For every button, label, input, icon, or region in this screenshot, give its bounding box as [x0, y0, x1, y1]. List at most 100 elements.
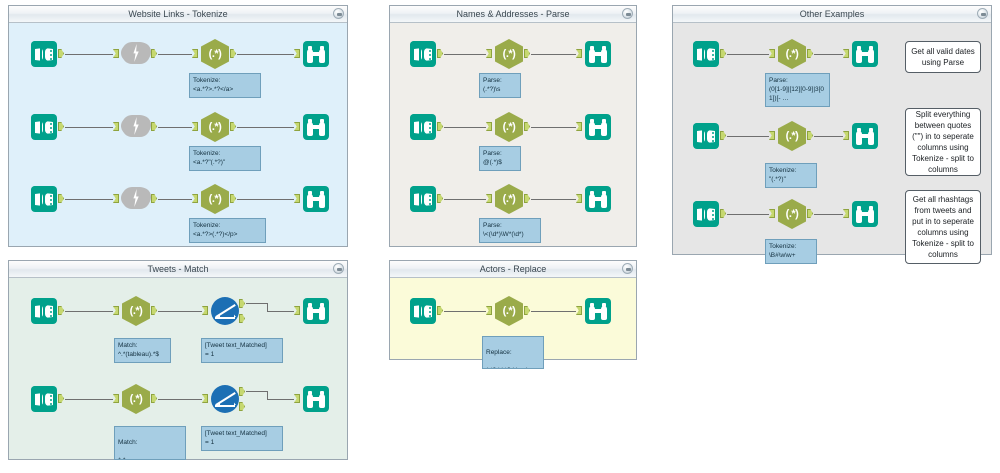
- output-port[interactable]: [58, 394, 64, 403]
- output-node[interactable]: [585, 41, 611, 67]
- input-node[interactable]: [31, 298, 57, 324]
- output-port[interactable]: [437, 49, 443, 58]
- input-port[interactable]: [576, 306, 582, 315]
- output-node[interactable]: [303, 41, 329, 67]
- input-port[interactable]: [769, 49, 775, 58]
- panel-actors-replace[interactable]: Actors - Replace (.*) Replace: (.*?-)(.*…: [389, 260, 637, 369]
- input-node[interactable]: [410, 41, 436, 67]
- input-port[interactable]: [294, 394, 300, 403]
- input-port[interactable]: [192, 194, 198, 203]
- regex-node[interactable]: (.*): [201, 184, 229, 214]
- output-port[interactable]: [720, 131, 726, 140]
- input-port[interactable]: [576, 122, 582, 131]
- panel-website-links[interactable]: Website Links - Tokenize (.*): [8, 5, 348, 247]
- output-port[interactable]: [58, 306, 64, 315]
- download-node[interactable]: [121, 185, 151, 211]
- regex-node[interactable]: (.*): [495, 39, 523, 69]
- output-port[interactable]: [807, 49, 813, 58]
- panel-names-addresses[interactable]: Names & Addresses - Parse (.*) Parse: (.…: [389, 5, 637, 247]
- filter-false-port[interactable]: [239, 314, 245, 323]
- output-port[interactable]: [720, 49, 726, 58]
- output-port[interactable]: [151, 306, 157, 315]
- input-node[interactable]: [693, 41, 719, 67]
- collapse-icon[interactable]: [622, 263, 633, 274]
- output-node[interactable]: [303, 386, 329, 412]
- regex-node[interactable]: (.*): [122, 296, 150, 326]
- input-port[interactable]: [113, 49, 119, 58]
- input-port[interactable]: [294, 49, 300, 58]
- output-node[interactable]: [852, 201, 878, 227]
- collapse-icon[interactable]: [333, 263, 344, 274]
- collapse-icon[interactable]: [622, 8, 633, 19]
- input-port[interactable]: [113, 194, 119, 203]
- download-node[interactable]: [121, 113, 151, 139]
- output-port[interactable]: [807, 131, 813, 140]
- output-node[interactable]: [303, 298, 329, 324]
- input-port[interactable]: [113, 394, 119, 403]
- input-node[interactable]: [410, 186, 436, 212]
- output-port[interactable]: [151, 394, 157, 403]
- input-port[interactable]: [192, 122, 198, 131]
- input-port[interactable]: [769, 209, 775, 218]
- output-port[interactable]: [230, 122, 236, 131]
- input-port[interactable]: [486, 122, 492, 131]
- filter-false-port[interactable]: [239, 402, 245, 411]
- output-node[interactable]: [303, 114, 329, 140]
- output-port[interactable]: [437, 122, 443, 131]
- collapse-icon[interactable]: [333, 8, 344, 19]
- output-node[interactable]: [585, 298, 611, 324]
- regex-node[interactable]: (.*): [778, 199, 806, 229]
- output-port[interactable]: [437, 306, 443, 315]
- output-node[interactable]: [852, 123, 878, 149]
- input-port[interactable]: [576, 194, 582, 203]
- output-port[interactable]: [58, 122, 64, 131]
- output-port[interactable]: [58, 194, 64, 203]
- regex-node[interactable]: (.*): [495, 184, 523, 214]
- regex-node[interactable]: (.*): [495, 112, 523, 142]
- output-port[interactable]: [524, 306, 530, 315]
- output-port[interactable]: [720, 209, 726, 218]
- filter-true-port[interactable]: [239, 299, 245, 308]
- output-node[interactable]: [852, 41, 878, 67]
- regex-node[interactable]: (.*): [495, 296, 523, 326]
- input-port[interactable]: [576, 49, 582, 58]
- input-node[interactable]: [31, 114, 57, 140]
- output-port[interactable]: [151, 194, 157, 203]
- output-node[interactable]: [585, 186, 611, 212]
- input-port[interactable]: [294, 306, 300, 315]
- input-port[interactable]: [113, 306, 119, 315]
- input-node[interactable]: [31, 386, 57, 412]
- regex-node[interactable]: (.*): [778, 39, 806, 69]
- input-port[interactable]: [843, 209, 849, 218]
- input-port[interactable]: [202, 306, 208, 315]
- panel-other-examples[interactable]: Other Examples (.*) Parse: (0[1-9]|[12][…: [672, 5, 992, 264]
- filter-node[interactable]: [211, 385, 239, 413]
- regex-node[interactable]: (.*): [778, 121, 806, 151]
- output-port[interactable]: [524, 49, 530, 58]
- regex-node[interactable]: (.*): [201, 112, 229, 142]
- output-node[interactable]: [303, 186, 329, 212]
- input-node[interactable]: [693, 201, 719, 227]
- input-node[interactable]: [693, 123, 719, 149]
- output-port[interactable]: [58, 49, 64, 58]
- input-node[interactable]: [31, 186, 57, 212]
- input-node[interactable]: [31, 41, 57, 67]
- output-port[interactable]: [524, 122, 530, 131]
- input-port[interactable]: [113, 122, 119, 131]
- input-node[interactable]: [410, 298, 436, 324]
- panel-tweets-match[interactable]: Tweets - Match (.*): [8, 260, 348, 460]
- input-port[interactable]: [202, 394, 208, 403]
- input-port[interactable]: [486, 306, 492, 315]
- input-port[interactable]: [486, 49, 492, 58]
- input-port[interactable]: [843, 49, 849, 58]
- output-port[interactable]: [524, 194, 530, 203]
- output-port[interactable]: [230, 49, 236, 58]
- output-port[interactable]: [151, 122, 157, 131]
- regex-node[interactable]: (.*): [201, 39, 229, 69]
- collapse-icon[interactable]: [977, 8, 988, 19]
- input-port[interactable]: [486, 194, 492, 203]
- download-node[interactable]: [121, 40, 151, 66]
- input-node[interactable]: [410, 114, 436, 140]
- filter-node[interactable]: [211, 297, 239, 325]
- output-port[interactable]: [807, 209, 813, 218]
